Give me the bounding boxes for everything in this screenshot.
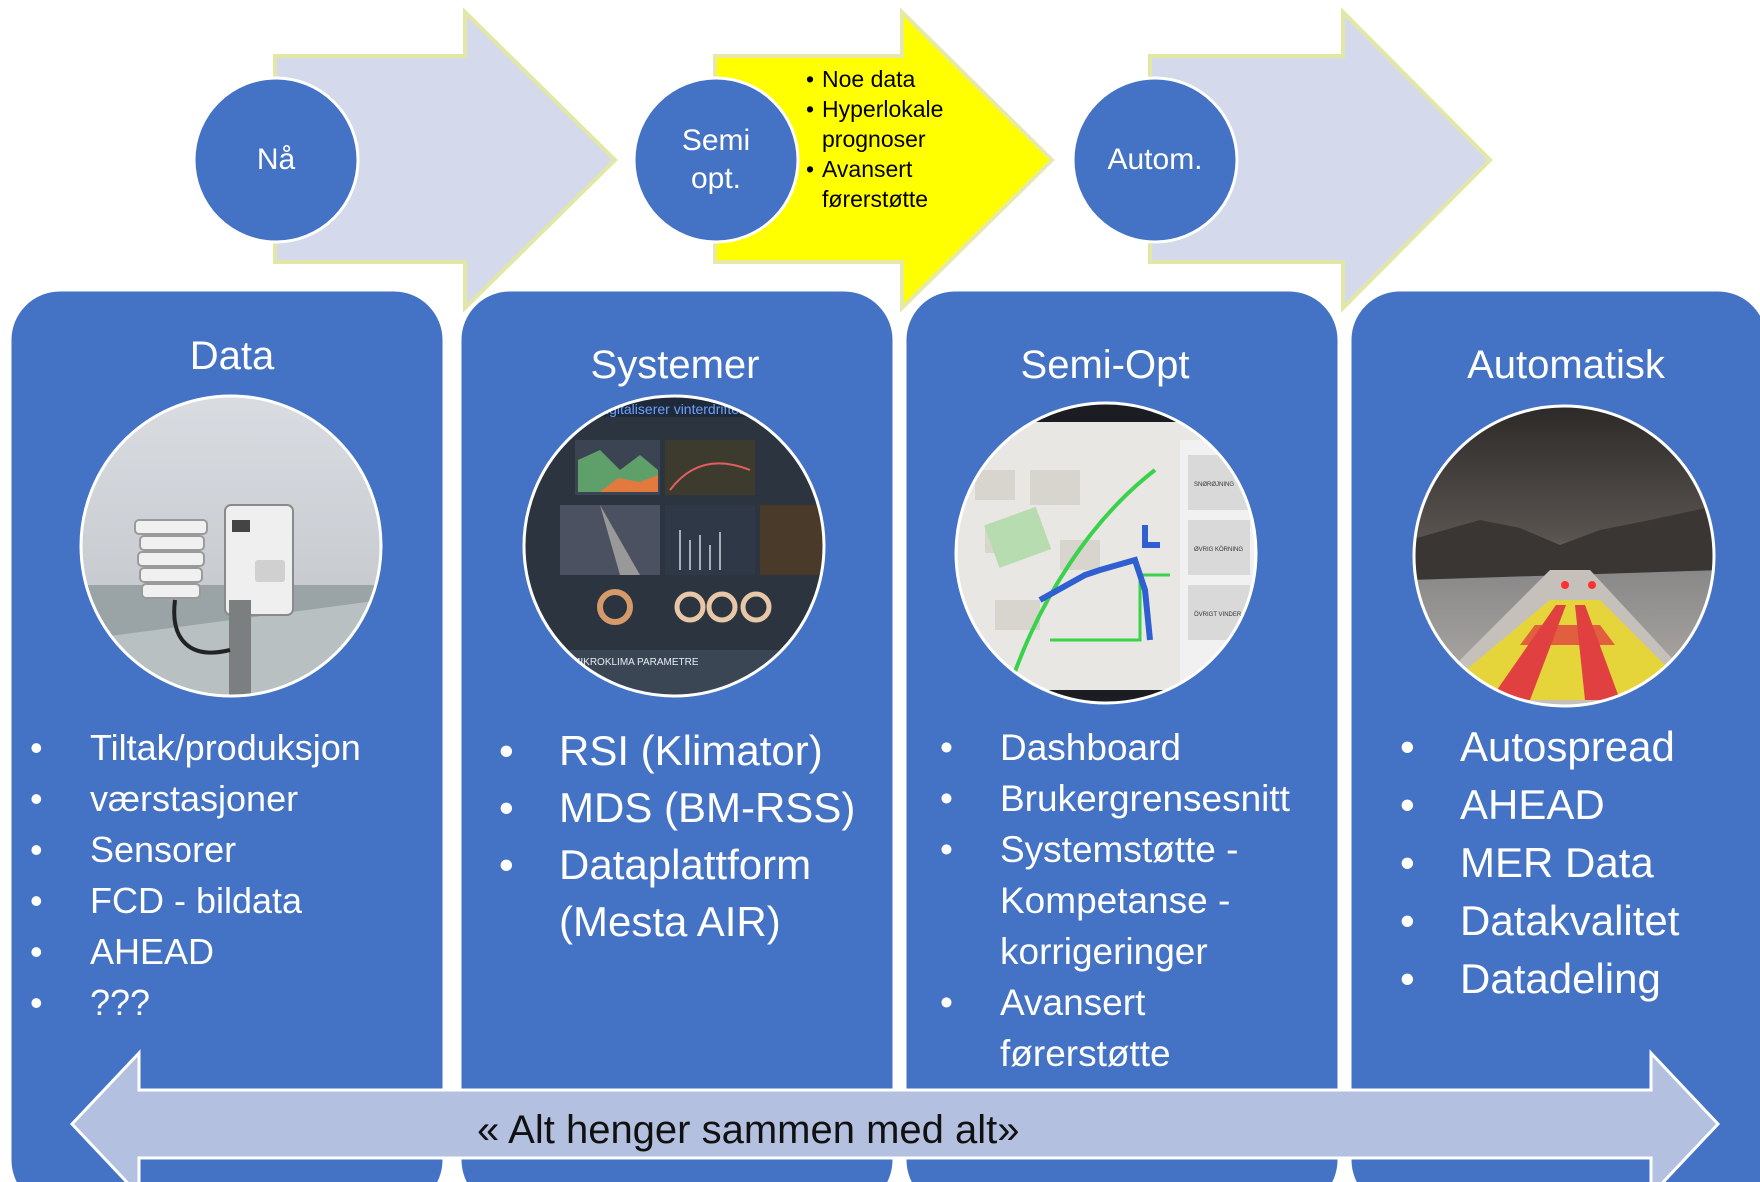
- list-item: Avansert førerstøtte: [940, 977, 1200, 1079]
- photo-frame: [522, 394, 826, 698]
- automatisk-list: Autospread AHEAD MER Data Datakvalitet D…: [1400, 718, 1680, 1008]
- list-item: værstasjoner: [30, 773, 361, 824]
- semi-bullet-list: Noe data Hyperlokale prognoser Avansert …: [806, 64, 956, 214]
- list-item: AHEAD: [1400, 776, 1679, 834]
- map-menu-text: ÖVRIGT VINDER: [1194, 611, 1242, 618]
- photo-frame: [954, 401, 1258, 705]
- stage-arrow-1: [273, 7, 618, 313]
- panel-title-systemer: Systemer: [590, 343, 760, 387]
- dashboard-screen-photo: igitaliserer vinterdriften E| MIKROKLIMA…: [524, 396, 824, 696]
- dashboard-footer-text: E| MIKROKLIMA PARAMETRE: [560, 657, 699, 668]
- map-menu-text: ØVRIG KÖRNING: [1194, 546, 1243, 553]
- photo-frame: [79, 394, 383, 698]
- list-item: Tiltak/produksjon: [30, 722, 361, 773]
- list-item: Dashboard: [940, 722, 1320, 773]
- semi-bullet: Avansert førerstøtte: [806, 154, 956, 214]
- list-item: Dataplattform (Mesta AIR): [499, 836, 859, 950]
- stage-circle-na: [192, 76, 360, 244]
- list-item: AHEAD: [30, 926, 361, 977]
- connection-double-arrow: [69, 1049, 1721, 1182]
- list-item: FCD - bildata: [30, 875, 361, 926]
- banner-text: « Alt henger sammen med alt»: [477, 1108, 1020, 1152]
- panel-title-data: Data: [189, 334, 275, 378]
- semi-bullet: Hyperlokale prognoser: [806, 94, 956, 154]
- dashboard-heading: igitaliserer vinterdriften: [606, 401, 747, 417]
- list-item: Datakvalitet: [1400, 892, 1680, 950]
- semi-opt-list: Dashboard Brukergrensesnitt Systemstøtte…: [940, 722, 1320, 1079]
- stage-label-autom: Autom.: [1107, 143, 1203, 176]
- night-road-photo: [1414, 406, 1714, 706]
- list-item: ???: [30, 977, 361, 1028]
- list-item: Sensorer: [30, 824, 361, 875]
- list-item: Datadeling: [1400, 950, 1679, 1008]
- list-item: Autospread: [1400, 718, 1679, 776]
- list-item: RSI (Klimator): [499, 722, 859, 779]
- panel-title-automatisk: Automatisk: [1467, 343, 1665, 387]
- stage-circle-autom: [1071, 76, 1239, 244]
- list-item: MDS (BM-RSS): [499, 779, 859, 836]
- list-item: Brukergrensesnitt: [940, 773, 1320, 824]
- data-list: Tiltak/produksjon værstasjoner Sensorer …: [30, 722, 361, 1028]
- list-item: MER Data: [1400, 834, 1679, 892]
- stage-label-semi: Semi opt.: [681, 124, 751, 195]
- map-menu-text: SNØRØJNING: [1194, 482, 1234, 488]
- stage-label-na: Nå: [256, 143, 296, 176]
- stage-circle-semi: [632, 76, 800, 244]
- weather-station-photo: [81, 396, 381, 696]
- systemer-list: RSI (Klimator) MDS (BM-RSS) Dataplattfor…: [499, 722, 859, 950]
- list-item: Systemstøtte - Kompetanse - korrigeringe…: [940, 824, 1260, 977]
- photo-frame: [1412, 404, 1716, 708]
- stage-arrow-3: [1148, 7, 1493, 313]
- panel-title-semi-opt: Semi-Opt: [1020, 343, 1190, 387]
- semi-bullet: Noe data: [806, 64, 956, 94]
